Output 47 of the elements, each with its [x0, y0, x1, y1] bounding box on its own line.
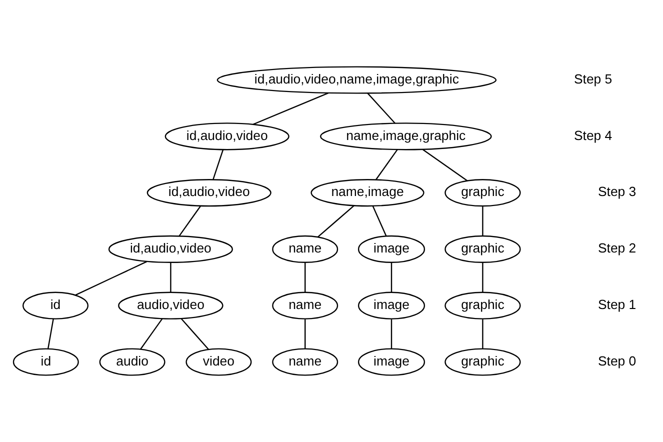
connector	[376, 149, 398, 180]
node-ellipse: id,audio,video	[108, 235, 233, 263]
label: Step 2	[598, 240, 636, 256]
node-ellipse: image	[358, 292, 426, 320]
node-ellipse: name	[272, 292, 338, 320]
connector	[482, 319, 484, 349]
connector	[75, 261, 148, 296]
connector	[253, 92, 328, 125]
node-ellipse: image	[358, 235, 426, 263]
node-ellipse: name	[272, 235, 338, 263]
node-ellipse: name	[272, 348, 338, 376]
connector	[170, 262, 172, 292]
node-ellipse: graphic	[444, 348, 521, 376]
node-ellipse: name,image	[310, 179, 424, 207]
node-ellipse: id,audio,video	[146, 179, 272, 207]
label: Step 0	[598, 353, 636, 368]
connector	[212, 149, 224, 180]
label: Step 1	[598, 296, 636, 312]
node-ellipse: id,audio,video	[164, 122, 290, 150]
connector	[390, 262, 392, 292]
connector	[422, 149, 468, 182]
node-ellipse: image	[358, 348, 426, 376]
label: Step 5	[574, 71, 612, 86]
connector	[367, 92, 396, 124]
connector	[317, 205, 354, 238]
node-ellipse: audio	[99, 348, 166, 376]
connector	[304, 319, 306, 349]
label: Step 4	[574, 128, 612, 143]
node-ellipse: audio,video	[118, 292, 224, 320]
node-ellipse: video	[186, 348, 252, 376]
connector	[304, 262, 306, 292]
connector	[140, 318, 163, 350]
node-ellipse: id,audio,video,name,image,graphic	[216, 66, 497, 94]
node-ellipse: id	[22, 292, 88, 320]
label: Step 3	[598, 184, 636, 200]
connector	[48, 318, 54, 349]
connector	[180, 318, 209, 350]
node-ellipse: graphic	[444, 235, 521, 263]
node-ellipse: graphic	[444, 292, 521, 320]
node-ellipse: name,image,graphic	[320, 122, 492, 150]
connector	[390, 319, 392, 349]
node-ellipse: id	[12, 348, 79, 376]
connector	[482, 262, 484, 292]
connector	[178, 206, 202, 236]
node-ellipse: graphic	[444, 179, 521, 207]
connector	[372, 206, 387, 236]
connector	[482, 206, 484, 236]
